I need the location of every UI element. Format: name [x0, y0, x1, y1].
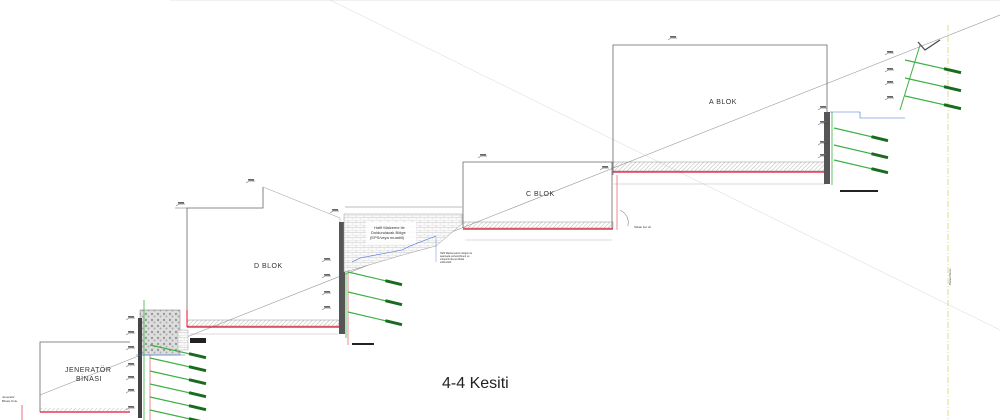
left-note-1: Jeneratör — [2, 395, 15, 399]
elevation-marker-text — [820, 121, 826, 123]
elevation-marker — [817, 122, 827, 126]
elevation-marker — [321, 292, 331, 296]
jenerator-wall-anchor-bond — [188, 391, 207, 399]
top-slope-anchor-bond — [943, 85, 962, 93]
c-blok-label: C BLOK — [526, 191, 555, 198]
top-slope-anchor-bond — [943, 103, 962, 111]
elevation-marker-text — [887, 51, 893, 53]
jenerator-wall-anchor-bond — [188, 352, 207, 360]
elevation-marker — [477, 155, 487, 159]
jenerator-wall-anchor-bond — [188, 378, 207, 386]
parcel-boundary-label: Parsel Sınırı — [948, 268, 952, 285]
d-blok-building: D BLOK — [175, 186, 341, 335]
elevation-marker — [599, 167, 609, 171]
fill-callout-2: aşamada yerleştirilmesi ve — [440, 255, 470, 258]
elevation-marker — [321, 275, 331, 279]
elevation-marker — [884, 97, 894, 101]
fill-note-2: Doldurulacak Bölge — [371, 230, 406, 235]
a-blok-wall-anchor-bond — [871, 135, 889, 143]
elevation-marker-text — [602, 166, 608, 168]
eps-fill-zone: Hafif Malzeme ile Doldurulacak Bölge (EP… — [343, 206, 473, 273]
elevation-marker-text — [324, 306, 330, 308]
top-slope-wall — [899, 39, 941, 111]
jenerator-wall-anchor-bond — [188, 404, 207, 412]
elevation-marker-text — [324, 274, 330, 276]
elevation-marker-text — [128, 331, 134, 333]
elevation-marker-text — [128, 346, 134, 348]
natural-ground-line — [39, 14, 1000, 396]
elevation-marker-text — [128, 376, 134, 378]
fill-note-3: (EPS/veya muadili) — [370, 235, 405, 240]
elevation-marker — [884, 69, 894, 73]
elevation-marker — [817, 107, 827, 111]
elevation-marker-text — [128, 389, 134, 391]
elevation-marker — [175, 203, 185, 207]
elevation-marker-text — [820, 106, 826, 108]
elevation-marker — [884, 52, 894, 56]
jenerator-wall-anchor-bond — [188, 365, 207, 373]
elevation-marker — [125, 347, 135, 351]
jenerator-label-2: BİNASI — [76, 374, 102, 383]
a-blok-wall-anchor-bond — [871, 167, 889, 175]
d-blok-wall-anchor-bond — [385, 279, 403, 287]
elevation-marker — [125, 407, 135, 411]
elevation-marker — [125, 317, 135, 321]
fill-callout-3: sıkıştırılmasına dikkat — [440, 258, 464, 261]
elevation-marker — [817, 155, 827, 159]
elevation-marker — [125, 332, 135, 336]
elevation-marker-text — [670, 36, 676, 38]
elevation-marker — [884, 82, 894, 86]
jenerator-label-1: JENERATÖR — [65, 366, 111, 374]
fill-note-1: Hafif Malzeme ile — [374, 225, 405, 230]
elevation-marker — [125, 377, 135, 381]
elevation-marker — [329, 210, 339, 214]
elevation-markers — [125, 36, 894, 411]
elevation-marker-text — [820, 154, 826, 156]
elevation-marker-text — [480, 154, 486, 156]
ground-anchors — [149, 59, 962, 420]
fill-callout-1: Hafif Malzemelerin dolgun ile — [440, 252, 473, 255]
a-blok-building: A BLOK — [612, 44, 828, 185]
elevation-marker-text — [887, 68, 893, 70]
elevation-marker-text — [128, 316, 134, 318]
elevation-marker-text — [324, 291, 330, 293]
elevation-marker-text — [248, 179, 254, 181]
a-blok-retaining-wall — [824, 111, 905, 192]
a-blok-wall-anchor-bond — [871, 152, 889, 160]
elevation-marker — [321, 307, 331, 311]
elevation-marker-text — [178, 202, 184, 204]
elevation-marker — [125, 390, 135, 394]
top-slope-anchor-bond — [943, 67, 962, 75]
elevation-marker-text — [820, 141, 826, 143]
left-note-2: Binası Kotu — [2, 399, 18, 403]
d-blok-label: D BLOK — [254, 263, 283, 270]
elevation-marker — [667, 37, 677, 41]
elevation-marker-text — [887, 96, 893, 98]
fill-callout-4: edilmelidir. — [440, 261, 452, 264]
a-blok-label: A BLOK — [709, 99, 737, 106]
elevation-marker-text — [128, 406, 134, 408]
c-blok-building: C BLOK Taban kot vb. — [462, 161, 652, 241]
elevation-marker-text — [332, 209, 338, 211]
elevation-marker — [245, 180, 255, 184]
d-blok-wall-anchor-bond — [385, 299, 403, 307]
elevation-marker — [321, 259, 331, 263]
elevation-marker-text — [324, 258, 330, 260]
elevation-marker — [125, 364, 135, 368]
jenerator-building: JENERATÖR BİNASI Jeneratör Binası Kotu — [2, 341, 130, 420]
c-blok-callout: Taban kot vb. — [634, 225, 652, 229]
jenerator-wall-anchor-bond — [188, 417, 202, 420]
elevation-marker — [817, 142, 827, 146]
elevation-marker-text — [128, 363, 134, 365]
section-title: 4-4 Kesiti — [442, 375, 509, 392]
d-blok-wall-anchor-bond — [385, 319, 403, 327]
elevation-marker-text — [887, 81, 893, 83]
